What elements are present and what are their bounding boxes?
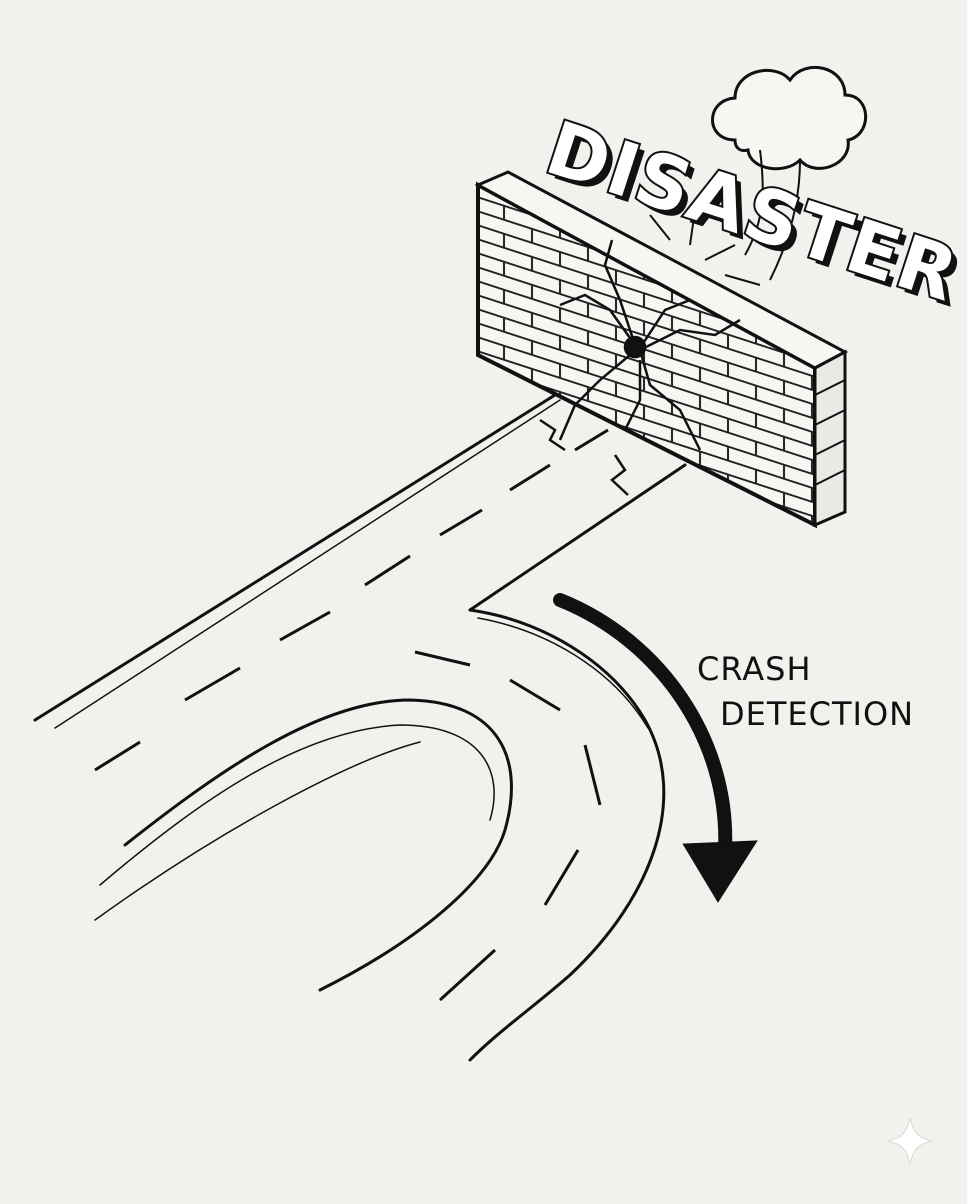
wall-cracks	[539, 239, 741, 496]
impact-lines	[649, 209, 761, 286]
road	[33, 393, 687, 1062]
caption-line-2: DETECTION	[720, 695, 914, 733]
explosion-cloud	[711, 65, 868, 281]
crash-detection-label: CRASH DETECTION	[697, 650, 914, 733]
caption-line-1: CRASH	[697, 650, 812, 688]
crash-detection-arrow	[553, 593, 758, 903]
sparkle-icon	[887, 1117, 933, 1165]
road-markings	[94, 428, 609, 1002]
brick-wall	[474, 170, 849, 529]
